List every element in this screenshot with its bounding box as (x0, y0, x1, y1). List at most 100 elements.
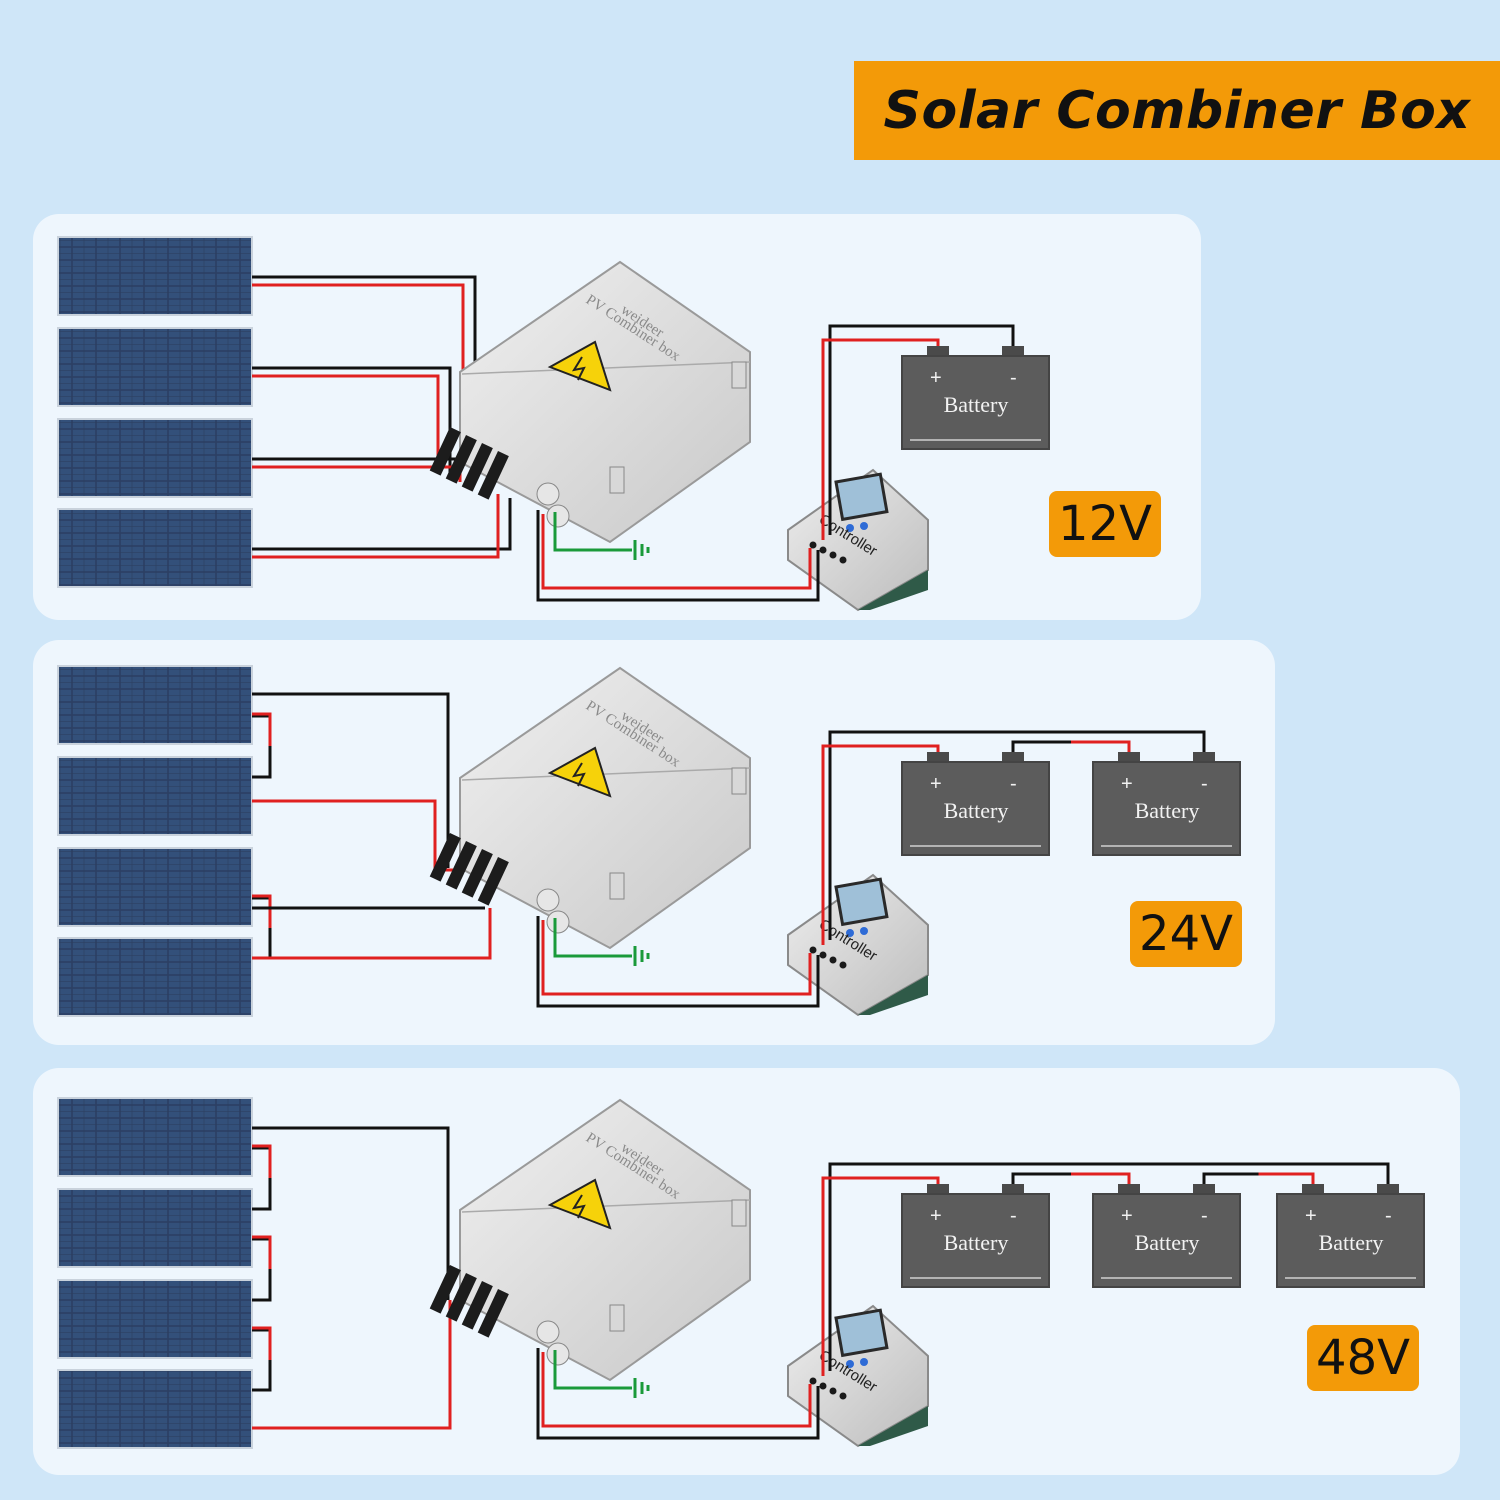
controller-lcd (834, 472, 889, 522)
wire-negative (252, 498, 512, 551)
battery-1: +-Battery (901, 752, 1050, 856)
solar-panel-2 (57, 756, 253, 836)
controller-button (846, 524, 854, 532)
battery-minus-sign: - (1201, 773, 1208, 795)
battery-series-link (1011, 1172, 1071, 1184)
battery-plus-sign: + (1121, 773, 1133, 795)
battery-plus-sign: + (1121, 1205, 1133, 1227)
wire-ground (553, 512, 632, 552)
battery-2: +-Battery (1092, 1184, 1241, 1288)
wire-positive (252, 494, 500, 559)
mc4-connector (477, 451, 509, 500)
controller-terminal (829, 1387, 837, 1395)
warning-icon (547, 1178, 612, 1230)
battery-label: Battery (1319, 1230, 1384, 1255)
solar-panel-3 (57, 1279, 253, 1359)
series-jumper (252, 1144, 272, 1178)
solar-panel-4 (57, 1369, 253, 1449)
battery-label: Battery (1135, 798, 1200, 823)
battery-plus-sign: + (930, 367, 942, 389)
wire-box-controller-positive (541, 920, 812, 996)
cable-gland (536, 482, 560, 506)
controller-lcd (834, 877, 889, 927)
controller-terminal (819, 951, 827, 959)
cable-gland (536, 888, 560, 912)
latch (731, 1199, 747, 1227)
series-jumper (252, 712, 272, 746)
mc4-connector (429, 1265, 461, 1314)
latch (609, 872, 625, 900)
controller-heatsink (858, 975, 928, 1015)
wire-ground (553, 918, 632, 958)
mc4-connector (477, 1289, 509, 1338)
ground-symbol (633, 540, 650, 560)
voltage-badge-48v: 48V (1307, 1325, 1419, 1391)
controller-button (860, 927, 868, 935)
series-jumper (252, 1235, 272, 1269)
battery-body (1092, 761, 1241, 856)
series-jumper (252, 894, 272, 928)
battery-plus-sign: + (930, 773, 942, 795)
mc4-connector (429, 832, 461, 882)
battery-series-link (1071, 1172, 1131, 1184)
battery-plus-sign: + (930, 1205, 942, 1227)
controller-terminal (839, 961, 847, 969)
wire-ground (553, 1350, 632, 1390)
battery-series-link (1011, 740, 1071, 752)
wire-positive (252, 908, 492, 960)
controller-button (860, 522, 868, 530)
battery-minus-sign: - (1010, 1205, 1017, 1227)
wire-positive (252, 1300, 452, 1430)
series-jumper (252, 1146, 272, 1211)
wire-controller-battery-negative (828, 324, 1015, 535)
voltage-badge-12v: 12V (1049, 491, 1161, 557)
controller-lcd (834, 1308, 889, 1358)
page-title: Solar Combiner Box (883, 80, 1471, 141)
charge-controller: Controller (787, 468, 929, 612)
solar-panel-1 (57, 236, 253, 316)
battery-3: +-Battery (1276, 1184, 1425, 1288)
controller-button (860, 1358, 868, 1366)
battery-label: Battery (944, 1230, 1009, 1255)
battery-body (901, 355, 1050, 450)
mc4-connector (461, 1281, 493, 1330)
solar-panel-3 (57, 418, 253, 498)
wire-positive (252, 283, 465, 458)
battery-body (901, 761, 1050, 856)
battery-1: + -Battery (901, 1184, 1050, 1288)
solar-panel-4 (57, 937, 253, 1017)
series-jumper (252, 1237, 272, 1302)
battery-series-link (1202, 1172, 1259, 1184)
controller-heatsink (858, 1406, 928, 1446)
battery-minus-sign: - (1385, 1205, 1392, 1227)
series-jumper (252, 1328, 272, 1392)
charge-controller: Controller (787, 1304, 929, 1448)
wire-box-controller-positive (541, 1352, 812, 1428)
controller-terminal (829, 551, 837, 559)
mc4-connector (429, 427, 461, 476)
wire-negative (252, 692, 450, 868)
battery-series-link (1071, 740, 1131, 752)
series-jumper (252, 1326, 272, 1360)
series-jumper (252, 714, 272, 779)
voltage-badge-24v: 24V (1130, 901, 1242, 967)
wire-negative (252, 1126, 450, 1300)
controller-terminal (839, 556, 847, 564)
ground-symbol (633, 1378, 650, 1398)
controller-terminal (809, 1377, 817, 1385)
battery-label: Battery (1135, 1230, 1200, 1255)
mc4-connector (445, 1273, 477, 1322)
solar-panel-4 (57, 508, 253, 588)
mc4-connector (445, 841, 477, 890)
cable-gland (536, 1320, 560, 1344)
battery-minus-sign: - (1010, 367, 1017, 389)
wire-box-controller-positive (541, 514, 812, 590)
solar-panel-3 (57, 847, 253, 927)
